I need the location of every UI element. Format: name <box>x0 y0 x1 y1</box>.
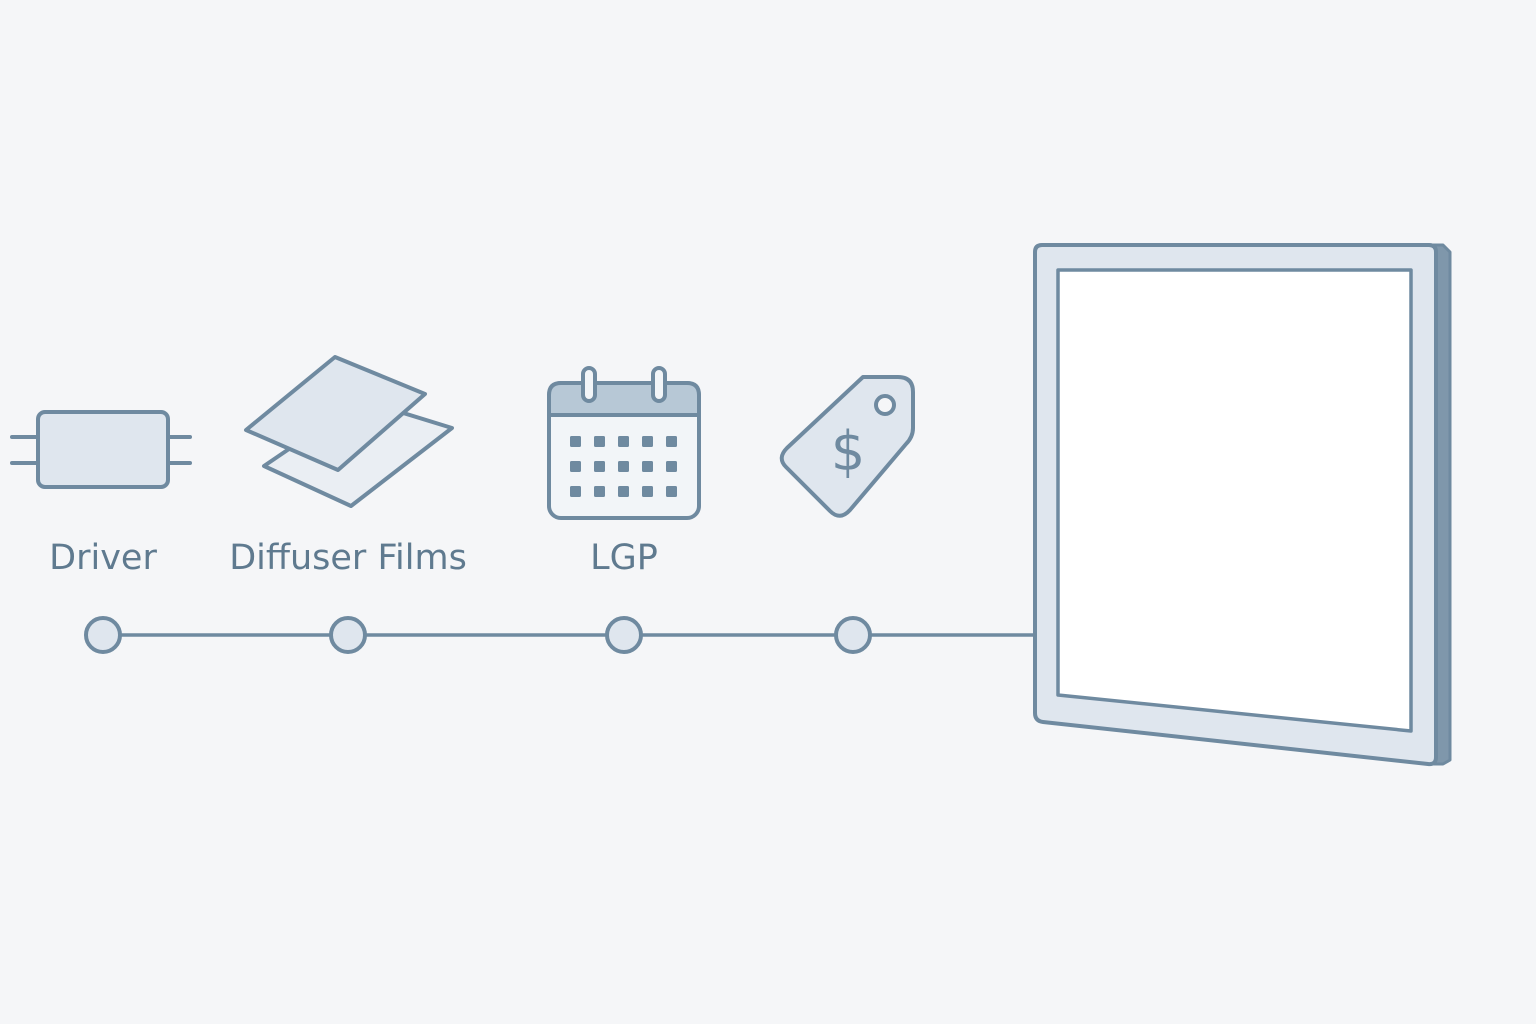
label-diffuser-films: Diffuser Films <box>229 538 467 578</box>
calendar-icon <box>547 366 701 520</box>
node-lgp[interactable] <box>605 616 643 654</box>
node-diffuser-films[interactable] <box>329 616 367 654</box>
label-driver: Driver <box>49 538 157 578</box>
label-lgp: LGP <box>590 538 658 578</box>
svg-text:$: $ <box>831 420 865 483</box>
stacked-films-icon <box>244 355 454 508</box>
driver-box-icon <box>10 410 192 489</box>
node-driver[interactable] <box>84 616 122 654</box>
node-price[interactable] <box>834 616 872 654</box>
price-tag-icon: $ <box>779 375 915 518</box>
flat-panel-light-icon <box>1033 243 1452 767</box>
